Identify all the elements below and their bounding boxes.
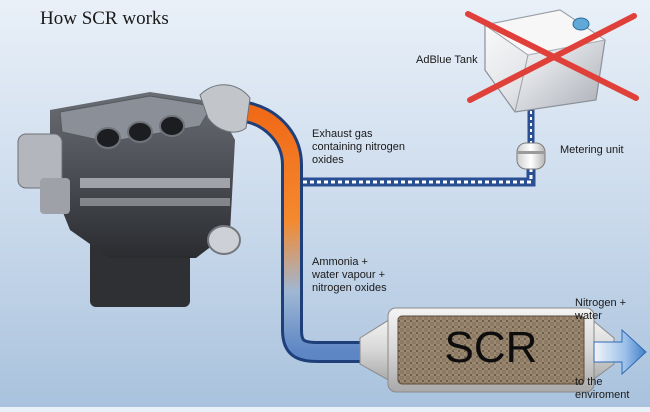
scr-label: SCR [444, 323, 538, 372]
red-cross [465, 11, 639, 103]
scr-catalyst [359, 307, 615, 393]
to-environment-label: to the enviroment [575, 376, 630, 401]
dosing-line [300, 105, 536, 187]
exhaust-gas-label: Exhaust gas containing nitrogen oxides [312, 128, 405, 166]
engine-image [17, 84, 251, 307]
exhaust-pipe [243, 101, 392, 363]
diagram-title: How SCR works [40, 8, 169, 29]
outlet-arrow [593, 328, 647, 376]
adblue-tank-label: AdBlue Tank [416, 54, 478, 66]
nitrogen-water-label: Nitrogen + water [575, 297, 627, 322]
metering-unit [516, 142, 546, 170]
ammonia-label: Ammonia + water vapour + nitrogen oxides [312, 256, 387, 294]
metering-unit-label: Metering unit [560, 144, 624, 156]
